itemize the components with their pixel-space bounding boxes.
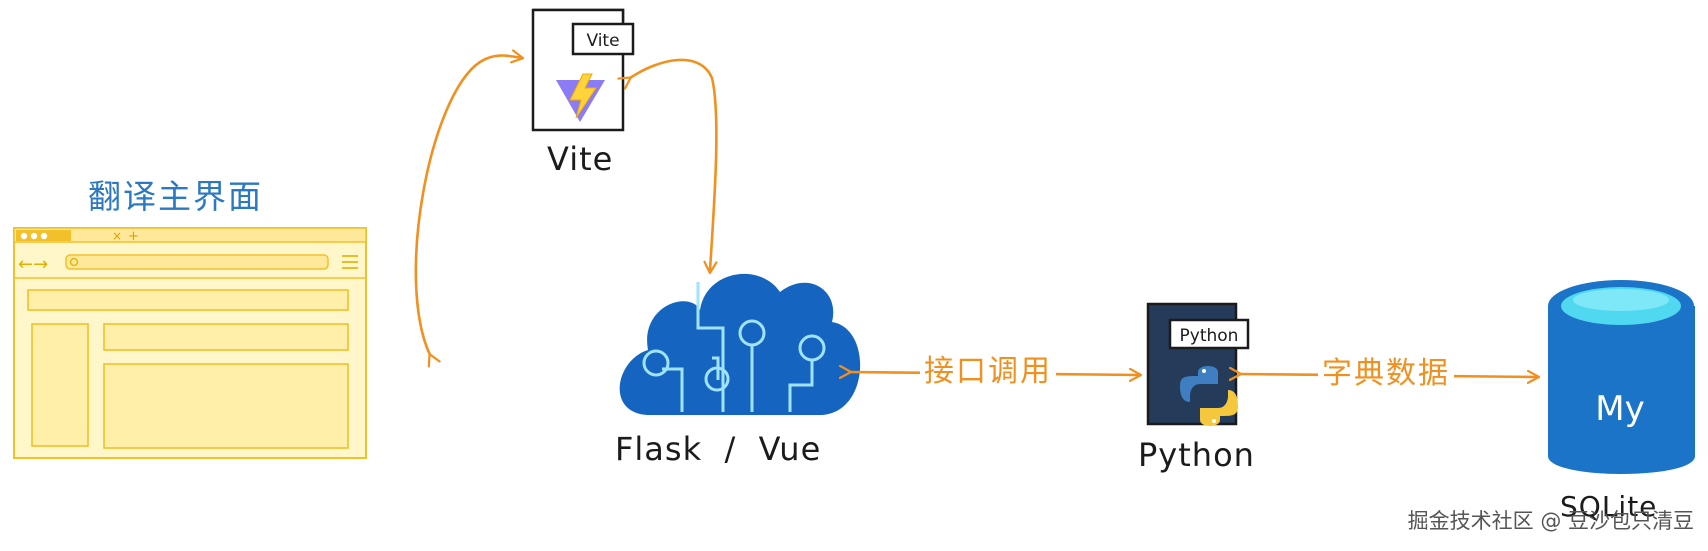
python-badge-text: Python [1180, 326, 1239, 346]
vite-label: Vite [547, 140, 614, 178]
flask-vue-label: Flask / Vue [615, 430, 822, 468]
cloud-server-icon [619, 273, 861, 415]
svg-text:×: × [112, 229, 122, 243]
connection-arrows [414, 56, 1538, 378]
browser-window-icon: × + ←→ [13, 227, 367, 459]
vite-document-icon [531, 8, 635, 132]
database-cylinder-icon [1548, 280, 1695, 474]
dict-data-label: 字典数据 [1318, 348, 1454, 392]
python-label: Python [1138, 436, 1255, 474]
svg-text:←→: ←→ [18, 254, 48, 275]
db-badge-text: My [1595, 389, 1644, 429]
python-document-icon [1146, 302, 1250, 426]
arrow-ui-vite [414, 56, 522, 356]
db-label: SQLite [1560, 490, 1658, 523]
watermark-text: 掘金技术社区 @ 豆沙包只清豆 [1407, 509, 1694, 533]
vite-badge-text: Vite [586, 31, 619, 51]
api-call-label: 接口调用 [920, 346, 1056, 390]
arrow-vite-cloud [630, 58, 718, 272]
svg-text:+: + [128, 229, 139, 244]
translate-ui-title: 翻译主界面 [88, 177, 263, 216]
